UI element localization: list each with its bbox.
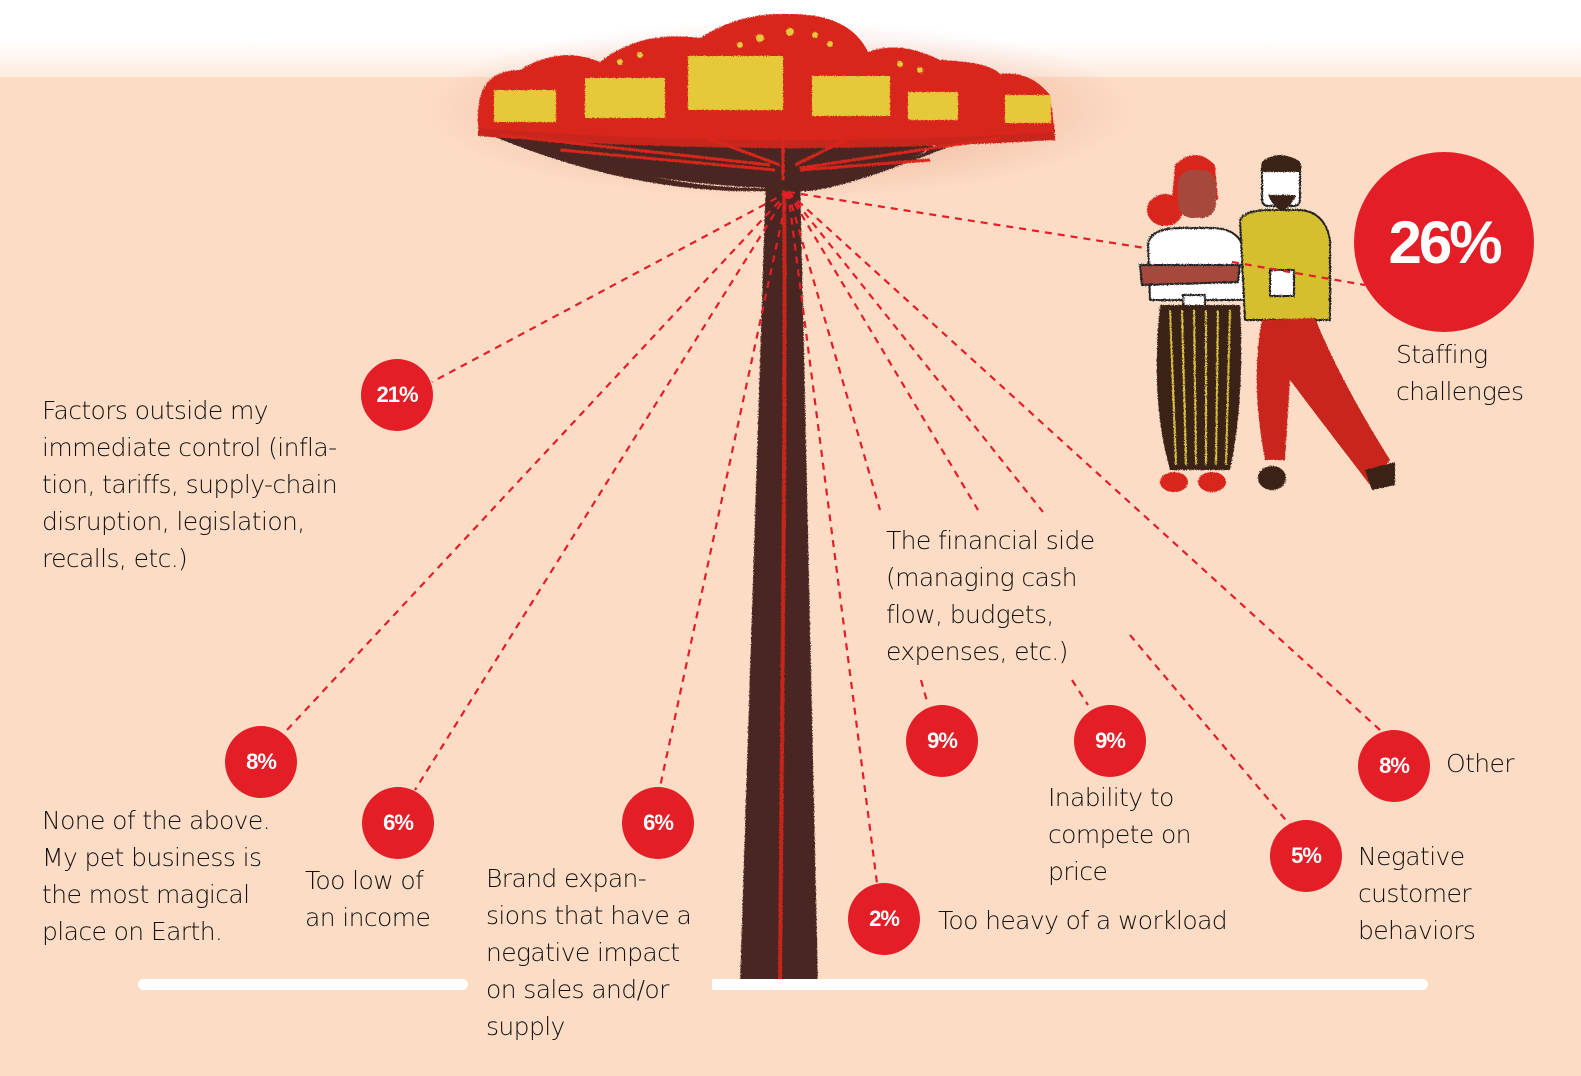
label-customer: Negative customer behaviors — [1358, 842, 1476, 945]
leader-line-income — [414, 191, 789, 791]
leader-line-staffing-tail — [1231, 260, 1366, 287]
leader-line-price — [787, 191, 979, 511]
leader-line-price-tail — [1071, 679, 1089, 706]
staff-figures-icon — [1138, 155, 1395, 492]
label-brand: Brand expan- sions that have a negative … — [486, 864, 692, 1041]
label-factors: Factors outside my immediate control (in… — [42, 396, 338, 573]
canopy-icon — [478, 13, 1055, 192]
leader-line-brand — [658, 191, 790, 788]
badge-none: 8% — [225, 726, 297, 798]
pole-icon — [740, 175, 818, 986]
leader-line-customer — [787, 191, 1044, 513]
badge-customer: 5% — [1270, 820, 1342, 892]
badge-workload: 2% — [848, 883, 920, 955]
leader-lines — [285, 190, 1381, 884]
leader-line-customer-tail — [1129, 634, 1291, 826]
badge-staffing: 26% — [1354, 152, 1534, 332]
label-other: Other — [1446, 749, 1515, 778]
label-income: Too low of an income — [305, 866, 431, 932]
badge-price: 9% — [1074, 705, 1146, 777]
leader-line-financial — [786, 191, 882, 511]
badge-income: 6% — [362, 787, 434, 859]
leader-line-financial-tail — [919, 679, 930, 706]
leader-line-factors — [431, 191, 789, 383]
label-price: Inability to compete on price — [1048, 783, 1192, 886]
label-staffing: Staffing challenges — [1396, 340, 1524, 406]
leader-line-other — [787, 191, 1381, 731]
label-none: None of the above. My pet business is th… — [42, 806, 271, 946]
label-workload: Too heavy of a workload — [938, 906, 1228, 935]
leader-line-none — [285, 191, 789, 732]
badge-factors: 21% — [361, 359, 433, 431]
label-financial: The financial side (managing cash flow, … — [886, 526, 1095, 666]
baseline-left — [138, 979, 468, 990]
badge-brand: 6% — [622, 787, 694, 859]
leader-line-staffing — [787, 190, 1146, 250]
badge-other: 8% — [1358, 730, 1430, 802]
baseline-right — [712, 979, 1428, 990]
badge-financial: 9% — [906, 705, 978, 777]
